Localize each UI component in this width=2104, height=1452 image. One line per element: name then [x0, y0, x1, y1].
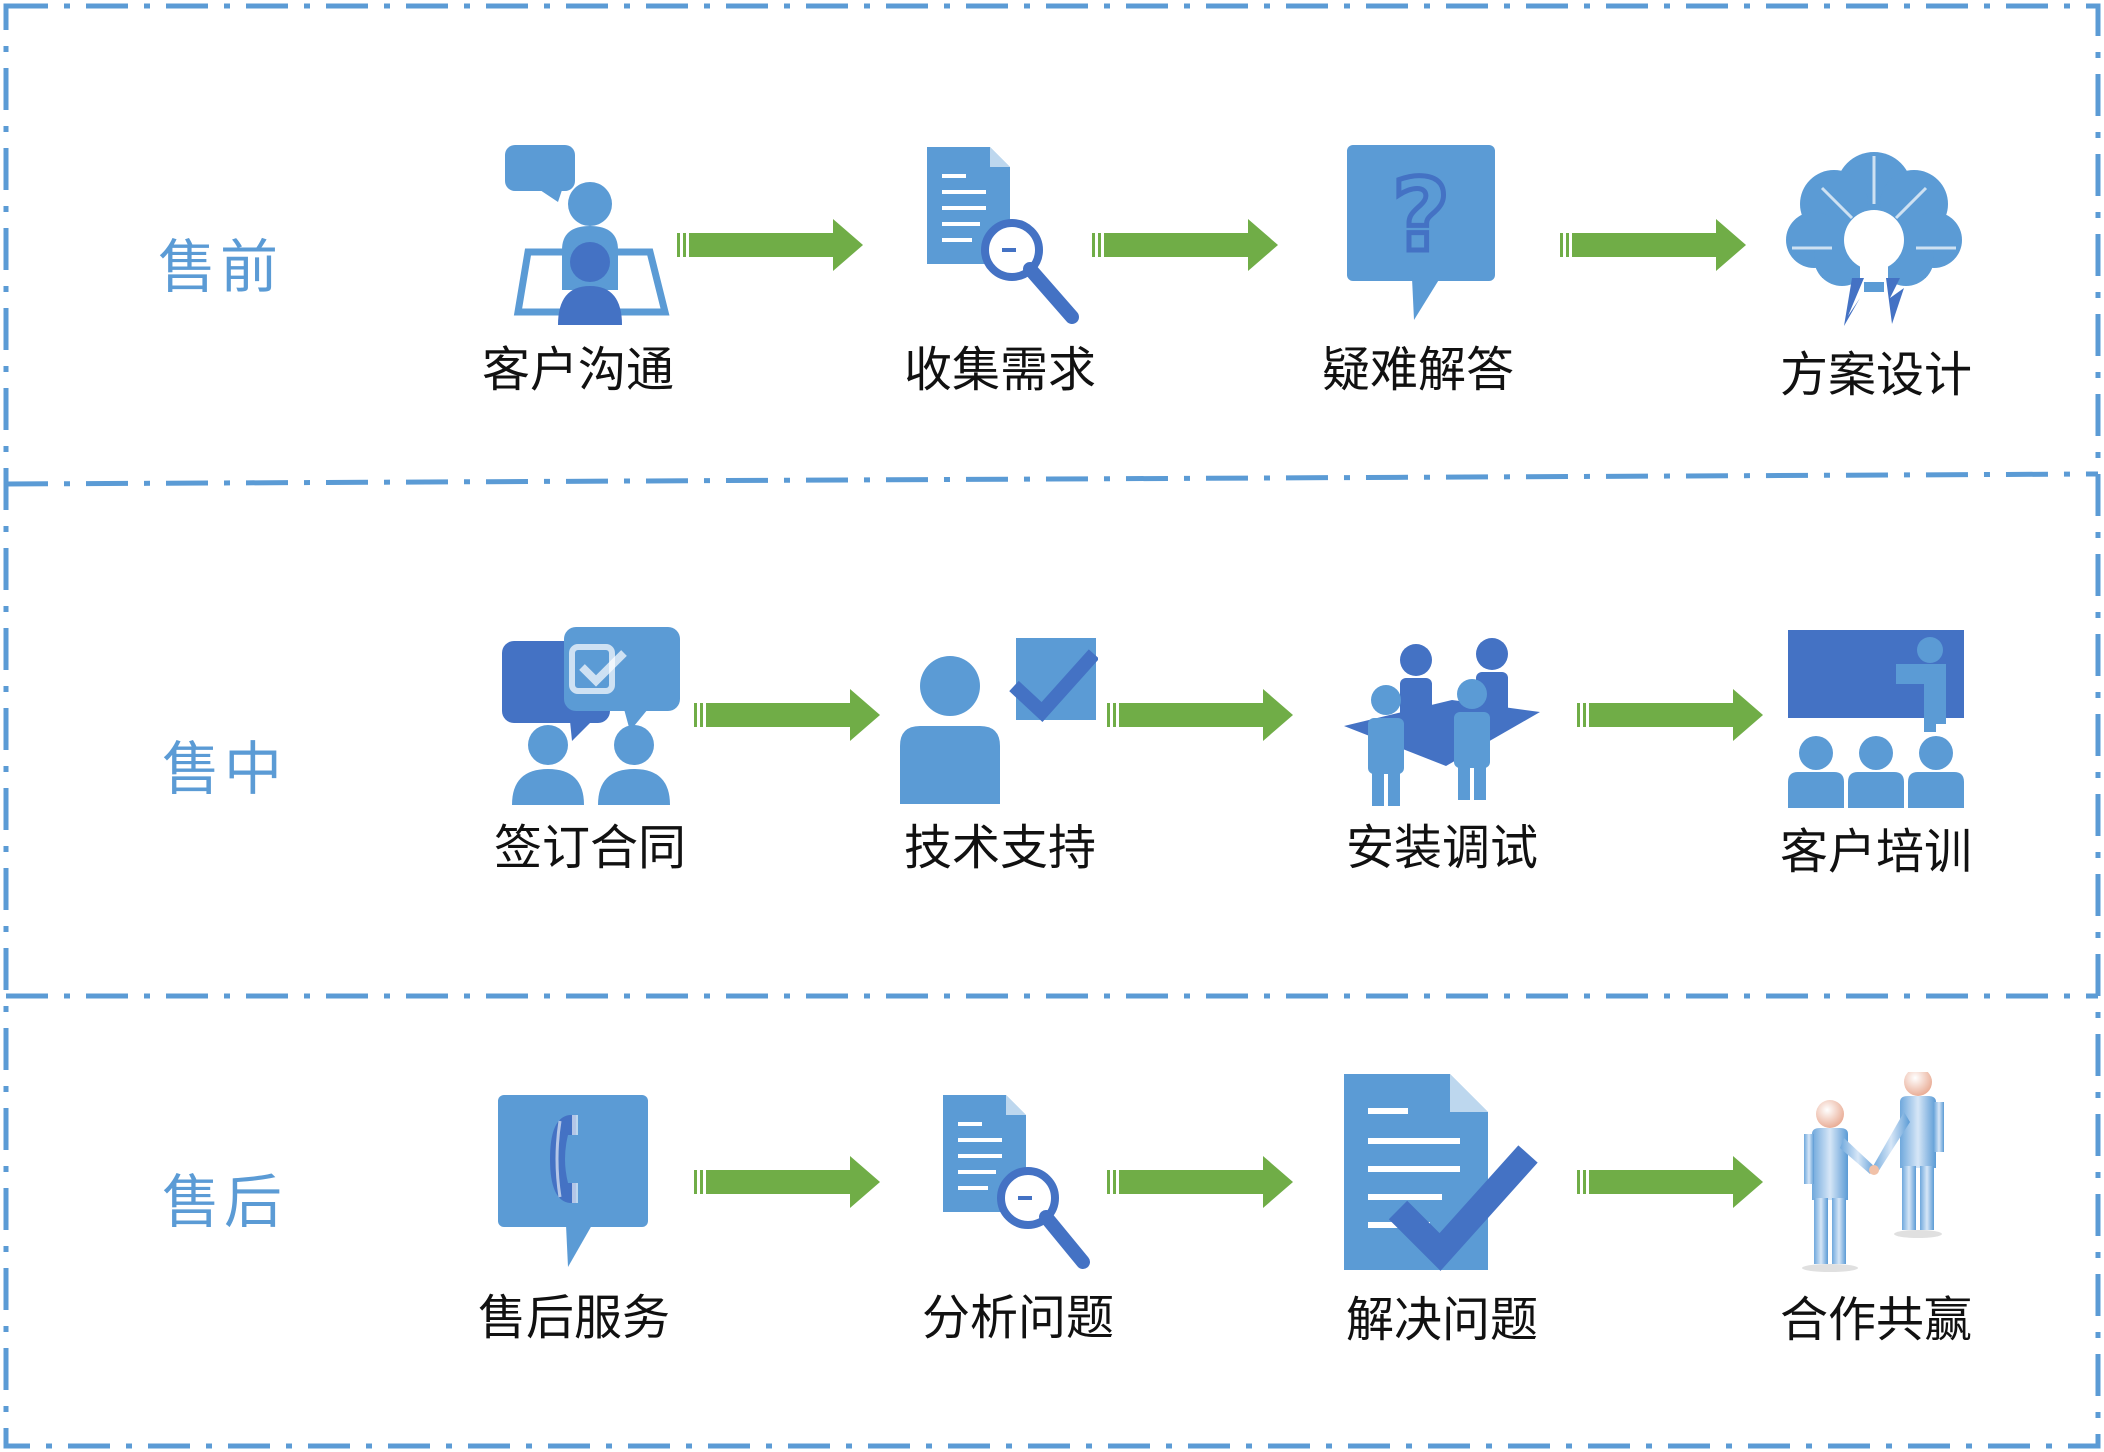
step-label-analyze-problem: 分析问题 [921, 1290, 1115, 1346]
phase-label-in-sales: 售中 [162, 735, 287, 803]
arrow-2-1 [694, 689, 880, 741]
question-bubble-icon: ? [1347, 145, 1495, 320]
team-meeting-icon [1344, 638, 1540, 806]
document-check-icon [1344, 1074, 1538, 1271]
chat-agreement-icon [502, 627, 680, 805]
step-label-customer-communication: 客户沟通 [481, 342, 675, 398]
phone-bubble-icon [498, 1095, 648, 1267]
handshake-icon [1802, 1072, 1944, 1272]
step-label-technical-support: 技术支持 [903, 820, 1097, 876]
step-label-customer-training: 客户培训 [1779, 824, 1973, 880]
arrow-1-1 [677, 219, 863, 271]
document-search-icon [927, 147, 1079, 324]
document-search-icon-2 [943, 1095, 1090, 1269]
arrow-2-3 [1577, 689, 1763, 741]
arrow-1-2 [1092, 219, 1278, 271]
step-label-sign-contract: 签订合同 [493, 820, 687, 876]
phase-label-pre-sales: 售前 [158, 233, 283, 301]
step-label-solution-design: 方案设计 [1779, 347, 1973, 403]
training-board-icon [1788, 630, 1964, 808]
person-check-icon [900, 638, 1098, 804]
step-label-installation-debugging: 安装调试 [1345, 820, 1539, 876]
arrow-3-3 [1577, 1156, 1763, 1208]
step-label-after-sales-service: 售后服务 [477, 1290, 671, 1346]
arrow-3-1 [694, 1156, 880, 1208]
step-label-collect-requirements: 收集需求 [903, 342, 1097, 398]
presenter-chat-icon [505, 145, 670, 325]
phase-label-after-sales: 售后 [162, 1168, 287, 1236]
step-label-win-win-cooperation: 合作共赢 [1779, 1292, 1973, 1348]
brain-lightbulb-icon [1786, 152, 1962, 326]
step-label-troubleshooting: 疑难解答 [1321, 342, 1515, 398]
svg-text:?: ? [1392, 157, 1450, 274]
step-label-solve-problem: 解决问题 [1345, 1292, 1539, 1348]
arrow-1-3 [1560, 219, 1746, 271]
arrow-3-2 [1107, 1156, 1293, 1208]
arrow-2-2 [1107, 689, 1293, 741]
